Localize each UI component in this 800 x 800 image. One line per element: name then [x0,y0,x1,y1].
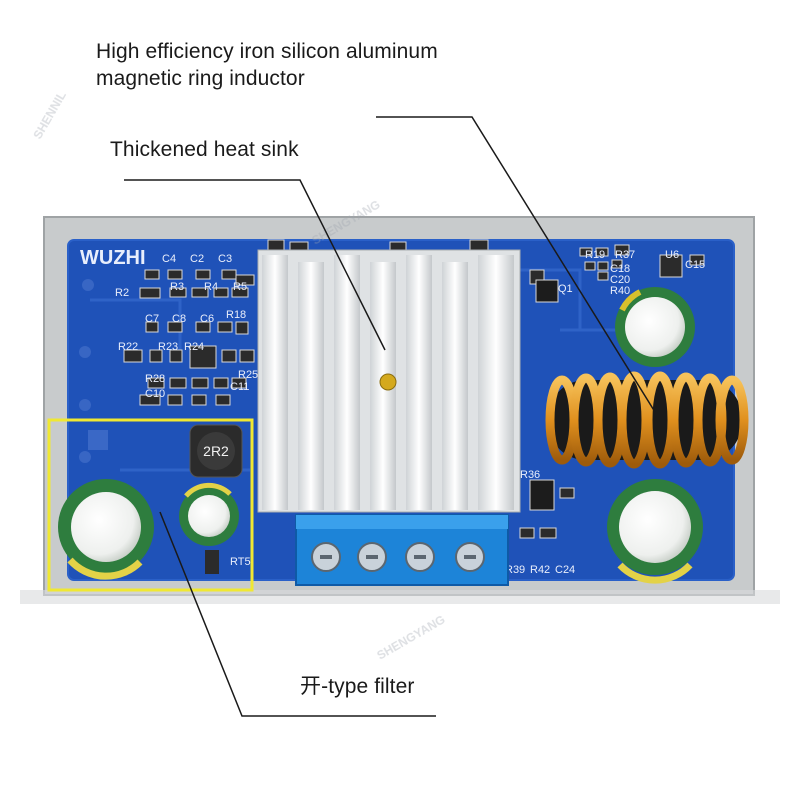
annotation-heat-sink: Thickened heat sink [110,138,299,161]
svg-text:C2: C2 [190,253,204,265]
capacitor-top-right [615,287,695,367]
annotation-inductor-line-2: magnetic ring inductor [96,67,305,90]
svg-text:SHENGYANG: SHENGYANG [375,612,448,662]
svg-text:R22: R22 [118,341,138,353]
svg-text:R2: R2 [115,287,129,299]
heat-sink [257,249,521,513]
svg-text:C4: C4 [162,253,176,265]
svg-text:2R2: 2R2 [203,443,229,459]
svg-text:R18: R18 [226,309,246,321]
svg-text:C18: C18 [610,263,630,275]
leader-inductor [376,116,656,413]
leader-filter [159,511,436,717]
capacitor-bottom-left-small [179,482,239,546]
svg-text:C11: C11 [230,381,249,393]
svg-text:C8: C8 [172,313,186,325]
svg-text:R19: R19 [585,249,605,261]
svg-text:RT5: RT5 [230,556,251,568]
svg-text:R39: R39 [505,564,525,576]
power-inductor-2r2: 2R2 [189,424,243,478]
svg-text:C15: C15 [685,259,705,271]
annotation-inductor: High efficiency iron silicon aluminum ma… [96,38,526,92]
svg-text:Q1: Q1 [558,283,573,295]
svg-text:R3: R3 [170,281,184,293]
svg-text:C10: C10 [145,388,165,400]
svg-text:R25: R25 [238,369,258,381]
leader-heatsink [124,179,386,351]
leader-lines [124,116,656,717]
svg-text:R36: R36 [520,469,540,481]
annotation-inductor-line-1: High efficiency iron silicon aluminum [96,40,438,63]
svg-text:R40: R40 [610,285,630,297]
svg-text:R4: R4 [204,281,218,293]
filter-highlight-box [47,418,254,592]
brand-silkscreen: WUZHI [80,247,146,269]
terminal-block [295,514,509,586]
svg-text:R28: R28 [145,373,165,385]
capacitor-bottom-left-large [58,479,154,580]
svg-text:R23: R23 [158,341,178,353]
svg-text:R24: R24 [184,341,204,353]
capacitor-bottom-right [607,479,703,584]
svg-text:C7: C7 [145,313,159,325]
svg-text:R37: R37 [615,249,635,261]
svg-text:C20: C20 [610,274,630,286]
svg-text:SHENNIL: SHENNIL [30,89,68,142]
smd-components [123,239,705,539]
silkscreen-labels: C4 C2 C3 R2 R3 R4 R5 C7 C8 C6 R18 R22 R2… [115,249,705,576]
svg-text:C6: C6 [200,313,214,325]
svg-text:C3: C3 [218,253,232,265]
toroid-inductor [545,371,749,469]
svg-text:R5: R5 [233,281,247,293]
annotation-filter: 开-type filter [300,675,415,698]
svg-text:R42: R42 [530,564,550,576]
svg-text:C24: C24 [555,564,575,576]
svg-text:U6: U6 [665,249,679,261]
